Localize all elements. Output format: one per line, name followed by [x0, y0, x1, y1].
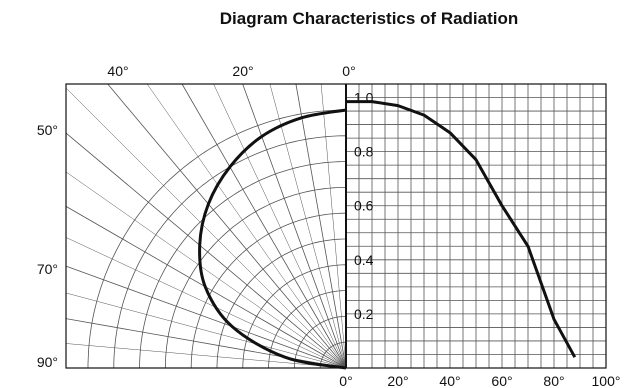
- polar-radial-line: [65, 265, 347, 369]
- radius-label: 0.8: [354, 144, 374, 160]
- polar-radial-minor: [65, 343, 347, 369]
- x-tick-label: 40°: [439, 373, 460, 388]
- chart-frame: [65, 83, 607, 369]
- polar-radial-minor: [65, 292, 347, 369]
- tick-labels: 40° 20° 0° 50° 70° 90° 1.0 0.8 0.6 0.4 0.2 0° 20° 40°…: [37, 63, 621, 388]
- x-tick-label: 0°: [339, 373, 352, 388]
- polar-radial-line: [295, 83, 347, 369]
- polar-grid: [65, 83, 347, 369]
- cartesian-grid: [346, 84, 606, 368]
- polar-radial-line: [107, 83, 347, 369]
- chart-title: Diagram Characteristics of Radiation: [220, 9, 519, 28]
- radius-label: 0.4: [354, 252, 374, 268]
- radius-label: 1.0: [354, 90, 374, 106]
- polar-radial-minor: [65, 237, 347, 369]
- angle-label-top: 0°: [342, 63, 355, 79]
- polar-radial-minor: [269, 83, 347, 369]
- polar-radial-line: [181, 83, 347, 369]
- polar-radial-minor: [320, 83, 347, 369]
- angle-label-top: 40°: [107, 63, 128, 79]
- polar-radiation-curve: [198, 108, 347, 370]
- angle-label-left: 50°: [37, 122, 58, 138]
- plot-border: [65, 83, 607, 369]
- x-tick-label: 100°: [592, 373, 621, 388]
- angle-label-top: 20°: [232, 63, 253, 79]
- polar-radial-minor: [65, 87, 347, 369]
- x-tick-label: 80°: [543, 373, 564, 388]
- radius-label: 0.6: [354, 198, 374, 214]
- polar-radial-minor: [213, 83, 347, 369]
- x-tick-label: 60°: [491, 373, 512, 388]
- radius-label: 0.2: [354, 306, 374, 322]
- polar-radial-minor: [65, 171, 347, 369]
- curves: [198, 100, 577, 370]
- polar-radial-line: [65, 132, 347, 369]
- polar-radial-minor: [146, 83, 347, 369]
- polar-radial-line: [242, 83, 347, 369]
- angle-label-left: 90°: [37, 354, 58, 370]
- cartesian-radiation-curve: [346, 100, 577, 358]
- x-tick-label: 20°: [387, 373, 408, 388]
- angle-label-left: 70°: [37, 261, 58, 277]
